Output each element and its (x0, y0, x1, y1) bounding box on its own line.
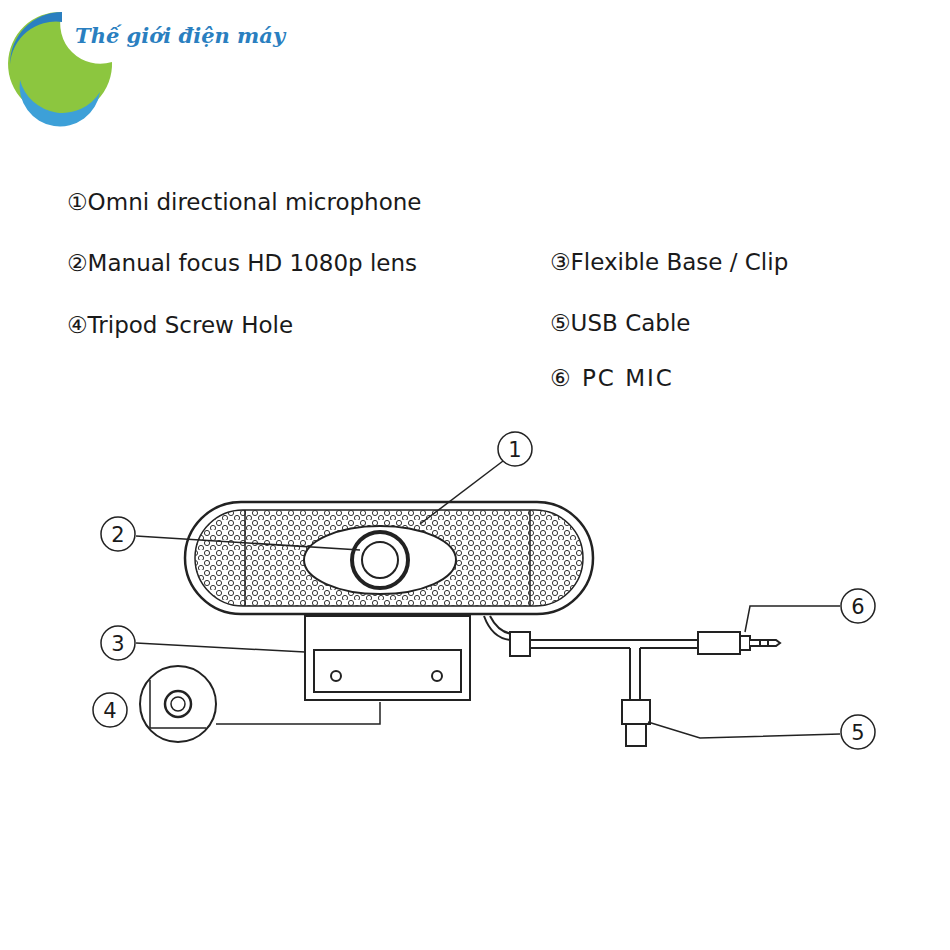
callout-number: 4 (103, 701, 116, 722)
callout-number: 1 (508, 440, 521, 461)
callout-number: 2 (111, 525, 124, 546)
part-legend: ⑥ PC MIC (550, 365, 674, 391)
part-legend: ②Manual focus HD 1080p lens (67, 250, 417, 276)
part-legend: ④Tripod Screw Hole (67, 312, 293, 338)
tripod-hole-detail (140, 666, 380, 742)
callout-leaders (93, 432, 875, 749)
callout-number: 3 (111, 634, 124, 655)
flexible-base (305, 616, 470, 700)
part-legend: ①Omni directional microphone (67, 189, 421, 215)
part-legend: ⑤USB Cable (550, 310, 690, 336)
webcam-body (185, 502, 593, 614)
cable (484, 616, 780, 746)
part-legend: ③Flexible Base / Clip (550, 249, 788, 275)
callout-number: 5 (851, 723, 864, 744)
callout-number: 6 (851, 597, 864, 618)
watermark: Thế giới điện máy (75, 23, 285, 48)
